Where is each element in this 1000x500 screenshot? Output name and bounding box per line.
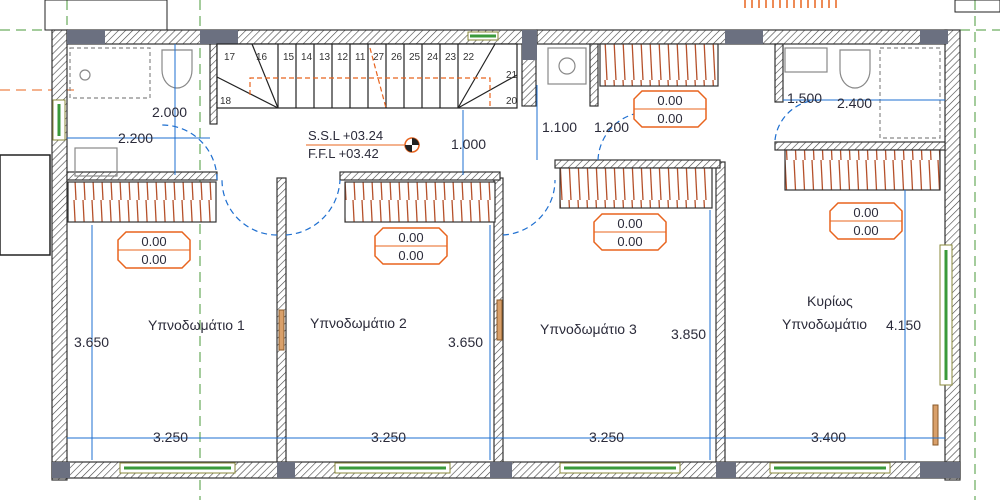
dim-label: 1.200 xyxy=(594,119,629,135)
area-tag: 0.00 0.00 xyxy=(829,202,903,240)
external-block-left xyxy=(0,154,51,256)
step-number: 18 xyxy=(220,96,232,107)
svg-text:0.00: 0.00 xyxy=(398,230,423,245)
svg-text:0.00: 0.00 xyxy=(853,223,878,238)
step-number: 12 xyxy=(337,52,349,63)
windows[interactable] xyxy=(52,31,953,474)
room-name: Κυρίως xyxy=(807,293,853,309)
step-number: 26 xyxy=(391,52,403,63)
staircase[interactable] xyxy=(216,43,518,109)
step-number: 16 xyxy=(256,52,268,63)
dim-label: 3.650 xyxy=(448,334,483,350)
dim-label: 3.250 xyxy=(153,429,188,445)
level-marker: S.S.L +03.24 F.F.L +03.42 xyxy=(306,128,420,161)
area-tag: 0.00 0.00 xyxy=(633,90,707,128)
dim-label: 3.250 xyxy=(589,429,624,445)
stair-step-numbers: 17 16 15 14 13 12 11 27 26 25 24 23 22 2… xyxy=(220,52,518,107)
svg-text:0.00: 0.00 xyxy=(657,93,682,108)
room-name: Υπνοδωμάτιο 1 xyxy=(148,317,245,333)
step-number: 22 xyxy=(463,52,475,63)
door-handles[interactable] xyxy=(278,299,939,446)
step-number: 11 xyxy=(355,52,366,63)
dim-label: 3.650 xyxy=(74,334,109,350)
room-labels: Υπνοδωμάτιο 1 Υπνοδωμάτιο 2 Υπνοδωμάτιο … xyxy=(148,293,867,337)
dim-label: 2.000 xyxy=(152,104,187,120)
step-number: 20 xyxy=(506,96,518,107)
dim-label: 3.400 xyxy=(811,429,846,445)
external-block-right xyxy=(954,0,1000,13)
dim-label: 2.200 xyxy=(118,130,153,146)
svg-text:0.00: 0.00 xyxy=(657,111,682,126)
step-number: 21 xyxy=(506,70,518,81)
svg-text:0.00: 0.00 xyxy=(398,248,423,263)
room-name: Υπνοδωμάτιο 2 xyxy=(310,315,407,331)
bathroom-fixtures xyxy=(69,47,941,177)
door-swings[interactable] xyxy=(161,99,821,236)
dimension-lines xyxy=(67,44,945,460)
svg-text:0.00: 0.00 xyxy=(141,234,166,249)
step-number: 23 xyxy=(445,52,457,63)
svg-text:0.00: 0.00 xyxy=(617,216,642,231)
external-block-top xyxy=(44,0,168,31)
dim-label: 1.000 xyxy=(451,136,486,152)
svg-text:0.00: 0.00 xyxy=(853,205,878,220)
step-number: 17 xyxy=(224,52,236,63)
step-number: 15 xyxy=(283,52,295,63)
columns xyxy=(52,30,960,478)
step-number: 14 xyxy=(301,52,313,63)
wardrobes xyxy=(67,43,941,223)
step-number: 13 xyxy=(319,52,331,63)
room-name: Υπνοδωμάτιο xyxy=(782,316,867,332)
step-number: 27 xyxy=(373,52,385,63)
area-tag: 0.00 0.00 xyxy=(374,227,448,265)
ffl-label: F.F.L +03.42 xyxy=(308,146,379,161)
dim-label: 2.400 xyxy=(837,95,872,111)
dim-label: 4.150 xyxy=(886,317,921,333)
room-name: Υπνοδωμάτιο 3 xyxy=(540,321,637,337)
dim-label: 1.500 xyxy=(787,90,822,106)
dimension-labels: 2.000 2.200 1.000 1.100 1.200 1.500 2.40… xyxy=(74,90,921,445)
area-tag: 0.00 0.00 xyxy=(117,231,191,269)
step-number: 24 xyxy=(427,52,439,63)
dim-label: 3.250 xyxy=(371,429,406,445)
dim-label: 3.850 xyxy=(671,326,706,342)
ssl-label: S.S.L +03.24 xyxy=(308,128,383,143)
dim-label: 1.100 xyxy=(542,119,577,135)
balcony-railing xyxy=(744,0,837,8)
step-number: 25 xyxy=(409,52,421,63)
svg-text:0.00: 0.00 xyxy=(141,252,166,267)
area-tag: 0.00 0.00 xyxy=(593,213,667,251)
svg-text:0.00: 0.00 xyxy=(617,234,642,249)
area-tags: 0.00 0.00 0.00 0.00 0.00 0.00 0.00 0.00 0.00… xyxy=(117,90,903,269)
